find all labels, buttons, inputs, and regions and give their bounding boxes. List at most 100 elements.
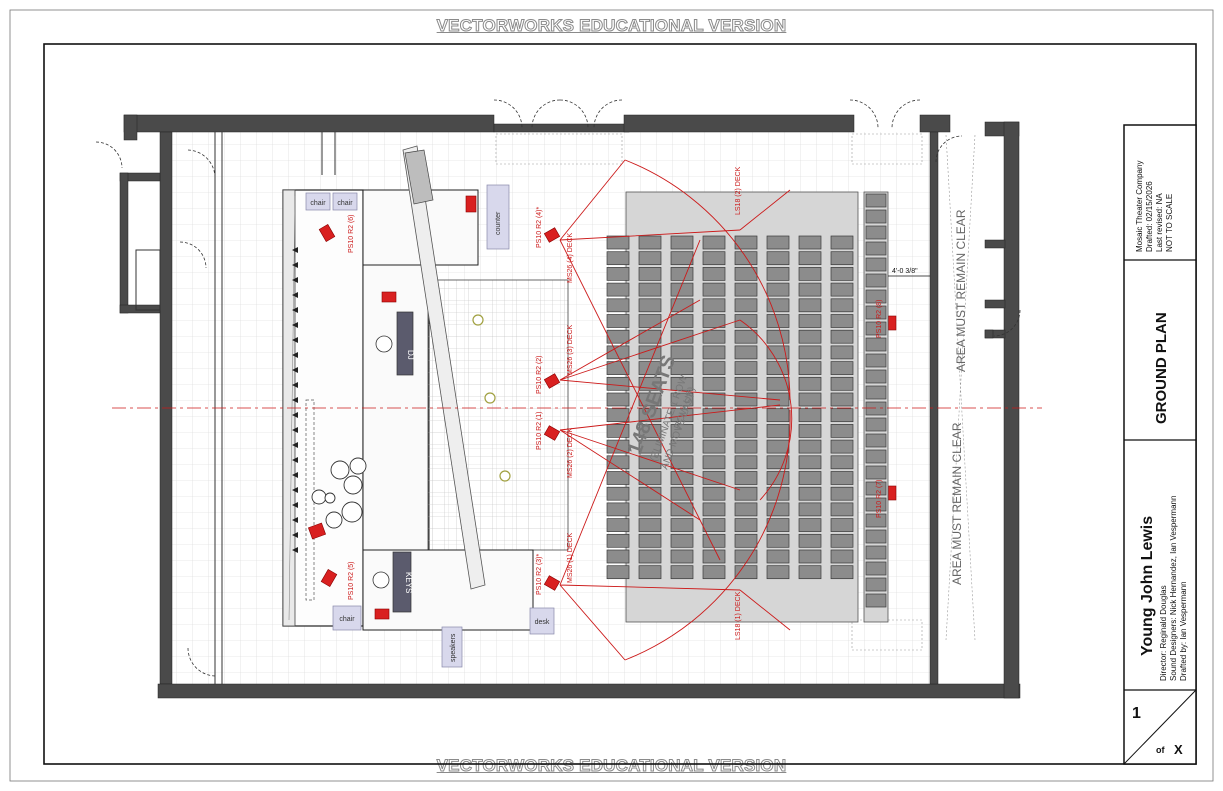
- seat: [670, 314, 694, 328]
- svg-text:desk: desk: [535, 619, 550, 626]
- seat: [865, 225, 887, 240]
- seat: [766, 345, 790, 360]
- seat: [670, 439, 694, 454]
- seat: [638, 549, 662, 564]
- keys: KEYS: [372, 551, 413, 613]
- tb-sheet-total: X: [1174, 742, 1183, 757]
- seat: [865, 321, 887, 336]
- seat: [734, 329, 758, 344]
- seat: [606, 439, 630, 454]
- svg-text:DJ: DJ: [406, 350, 415, 360]
- svg-text:counter: counter: [495, 211, 502, 235]
- seat: [865, 417, 887, 432]
- speaker-coverage: [559, 159, 793, 661]
- seat: [670, 345, 694, 360]
- seat: [766, 267, 790, 281]
- seat: [606, 455, 630, 470]
- seat: [702, 345, 726, 360]
- seat: [798, 314, 822, 328]
- seat: [830, 471, 854, 485]
- seat: [606, 376, 630, 391]
- seat: [865, 273, 887, 288]
- seat: [638, 267, 662, 281]
- seat: [766, 408, 790, 423]
- seat: [734, 251, 758, 266]
- seat: [670, 486, 694, 501]
- seat: [798, 376, 822, 391]
- seat: [670, 392, 694, 407]
- chair-top-right: chair: [332, 192, 358, 211]
- label-ls18-1: LS18 (1) DECK: [735, 591, 742, 640]
- seat: [734, 376, 758, 391]
- seat: [702, 298, 726, 313]
- speaker-boxes: [307, 195, 897, 620]
- seat: [830, 549, 854, 564]
- seat: [766, 486, 790, 501]
- seat: [638, 439, 662, 454]
- seat: [798, 298, 822, 313]
- seat: [798, 549, 822, 564]
- svg-text:4'-0 3/8": 4'-0 3/8": [892, 268, 918, 275]
- stage-lights: [472, 314, 511, 482]
- seat: [702, 329, 726, 344]
- seat: [734, 298, 758, 313]
- seat: [830, 533, 854, 548]
- seat: [798, 533, 822, 548]
- door-swing-areas: [495, 133, 976, 651]
- seat: [734, 455, 758, 470]
- seat: [702, 314, 726, 328]
- seat: [702, 361, 726, 375]
- seat: [734, 486, 758, 501]
- seat: [638, 361, 662, 375]
- seat: [798, 455, 822, 470]
- seat: [606, 298, 630, 313]
- seat: [865, 577, 887, 592]
- seat: [702, 392, 726, 407]
- seat: [670, 251, 694, 266]
- seat: [638, 565, 662, 580]
- seat: [638, 471, 662, 485]
- seat: [798, 329, 822, 344]
- seat: [670, 376, 694, 391]
- seat: [830, 329, 854, 344]
- seat: [830, 502, 854, 517]
- chair-top-left: chair: [305, 192, 331, 211]
- seat: [734, 361, 758, 375]
- seat: [830, 361, 854, 375]
- tb-sheet-of: of: [1156, 745, 1165, 755]
- seat: [830, 282, 854, 297]
- seat: [606, 282, 630, 297]
- drum-kit: [311, 457, 367, 529]
- seat: [734, 518, 758, 532]
- seat: [670, 549, 694, 564]
- seat: [830, 251, 854, 266]
- seat: [798, 518, 822, 532]
- seat: [702, 518, 726, 532]
- seat: [734, 408, 758, 423]
- seat: [830, 455, 854, 470]
- seat: [865, 449, 887, 464]
- sheet-outer-border: [9, 9, 1214, 782]
- desk: desk: [529, 607, 555, 635]
- seat: [798, 251, 822, 266]
- seat: [865, 353, 887, 368]
- seat: [638, 455, 662, 470]
- seat: [670, 565, 694, 580]
- seat: [798, 235, 822, 250]
- seat: [734, 267, 758, 281]
- seat: [798, 439, 822, 454]
- seat: [798, 345, 822, 360]
- seat: [865, 497, 887, 512]
- seat: [670, 502, 694, 517]
- seat: [830, 267, 854, 281]
- seat: [865, 337, 887, 352]
- seat: [702, 565, 726, 580]
- counter: counter: [486, 184, 510, 250]
- seat: [865, 513, 887, 528]
- seat: [606, 329, 630, 344]
- seat: [606, 408, 630, 423]
- seat: [766, 533, 790, 548]
- seat: [830, 518, 854, 532]
- seat: [766, 235, 790, 250]
- label-ps10-2: PS10 R2 (2): [536, 355, 543, 394]
